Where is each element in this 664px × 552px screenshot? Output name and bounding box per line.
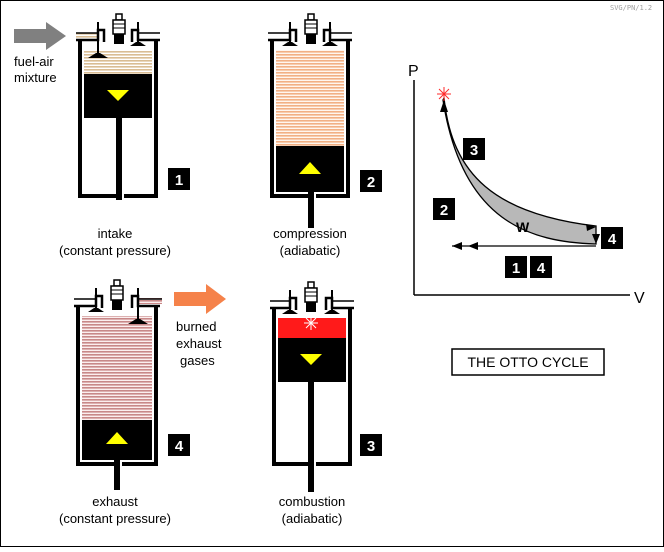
intake-arrowhead <box>468 242 478 250</box>
stage-label: 2 <box>440 202 448 219</box>
intake-valve-head <box>88 308 104 312</box>
combustion-gas <box>278 318 346 338</box>
intake-gas <box>84 50 152 74</box>
outflow-label-line3: gases <box>180 353 215 368</box>
piston-down-arrow <box>300 354 322 365</box>
inflow-label-line1: fuel-air <box>14 54 54 69</box>
work-area <box>442 95 597 245</box>
cylinder-wall <box>272 308 352 466</box>
stroke-caption-line2: (constant pressure) <box>59 511 171 526</box>
compression-gas <box>276 50 344 146</box>
outflow-label-line1: burned <box>176 319 216 334</box>
outflow-label-line2: exhaust <box>176 336 222 351</box>
stage-label: 1 <box>512 260 520 277</box>
connecting-rod <box>308 382 314 492</box>
inflow-arrow-icon <box>14 22 66 50</box>
cylinder-wall <box>78 40 158 198</box>
connecting-rod <box>116 118 122 200</box>
engine-compression: 2 compression (adiabatic) <box>268 13 382 258</box>
stroke-caption-line2: (adiabatic) <box>280 243 341 258</box>
x-axis-label: V <box>634 290 645 307</box>
exhaust-valve-head <box>130 42 146 46</box>
stroke-number: 3 <box>367 438 375 455</box>
spark-plug <box>112 13 126 44</box>
spark-plug <box>304 281 318 312</box>
intake-valve-head <box>282 42 298 46</box>
stroke-caption-line2: (adiabatic) <box>282 511 343 526</box>
exhaust-valve-head <box>324 310 340 314</box>
stroke-number-badge <box>360 434 382 456</box>
stroke-number: 2 <box>367 174 375 191</box>
work-label: W <box>516 219 530 235</box>
stroke-number: 1 <box>175 172 183 189</box>
ignition-spark-icon <box>437 87 451 101</box>
piston-up-arrow <box>106 432 128 444</box>
compression-arrowhead <box>440 100 448 112</box>
exhaust-valve-head <box>322 42 338 46</box>
stroke-number-badge <box>360 170 382 192</box>
stroke-caption-line1: intake <box>98 226 133 241</box>
stroke-caption-line1: combustion <box>279 494 345 509</box>
stroke-number-badge <box>168 434 190 456</box>
y-axis-label: P <box>408 63 419 80</box>
outflow-arrow-icon <box>174 284 226 314</box>
spark-plug <box>110 279 124 310</box>
intake-valve-head <box>88 53 108 58</box>
stage-badge-compression <box>433 198 455 220</box>
exhaust-gas <box>82 316 152 420</box>
pv-diagram: P V W 3 2 4 1 4 <box>408 63 645 307</box>
connecting-rod <box>114 460 120 490</box>
stroke-caption-line1: exhaust <box>92 494 138 509</box>
stage-label: 4 <box>608 231 617 248</box>
cooling-arrowhead <box>592 234 600 244</box>
version-tag: SVG/PN/1.2 <box>610 4 652 12</box>
cylinder-wall <box>270 40 350 198</box>
piston-up-arrow <box>299 162 321 174</box>
exhaust-port-gas <box>138 298 162 304</box>
stroke-caption-line1: compression <box>273 226 347 241</box>
engine-intake: 1 intake (constant pressure) <box>59 13 190 258</box>
engine-combustion: 3 combustion (adiabatic) <box>270 281 382 526</box>
exhaust-valve-head <box>128 319 148 324</box>
stage-badge-exhaust <box>530 256 552 278</box>
inflow-label-line2: mixture <box>14 70 57 85</box>
stage-badge-cooling <box>601 227 623 249</box>
title-box <box>451 348 605 376</box>
stage-label: 4 <box>537 260 546 277</box>
cylinder-wall <box>76 306 158 466</box>
stroke-number: 4 <box>175 438 184 455</box>
engine-exhaust: 4 exhaust (constant pressure) <box>59 279 190 526</box>
spark-plug <box>304 13 318 44</box>
stroke-caption-line2: (constant pressure) <box>59 243 171 258</box>
spark-icon <box>304 316 318 330</box>
stage-label: 3 <box>470 142 478 159</box>
piston-down-arrow <box>107 90 129 101</box>
intake-port-gas <box>76 33 98 39</box>
stage-badge-intake <box>505 256 527 278</box>
diagram-title: THE OTTO CYCLE <box>467 354 588 370</box>
stage-badge-expansion <box>463 138 485 160</box>
intake-valve-head <box>282 310 298 314</box>
expansion-arrowhead <box>586 224 596 231</box>
stroke-number-badge <box>168 168 190 190</box>
connecting-rod <box>308 192 314 228</box>
exhaust-arrowhead <box>452 242 462 250</box>
